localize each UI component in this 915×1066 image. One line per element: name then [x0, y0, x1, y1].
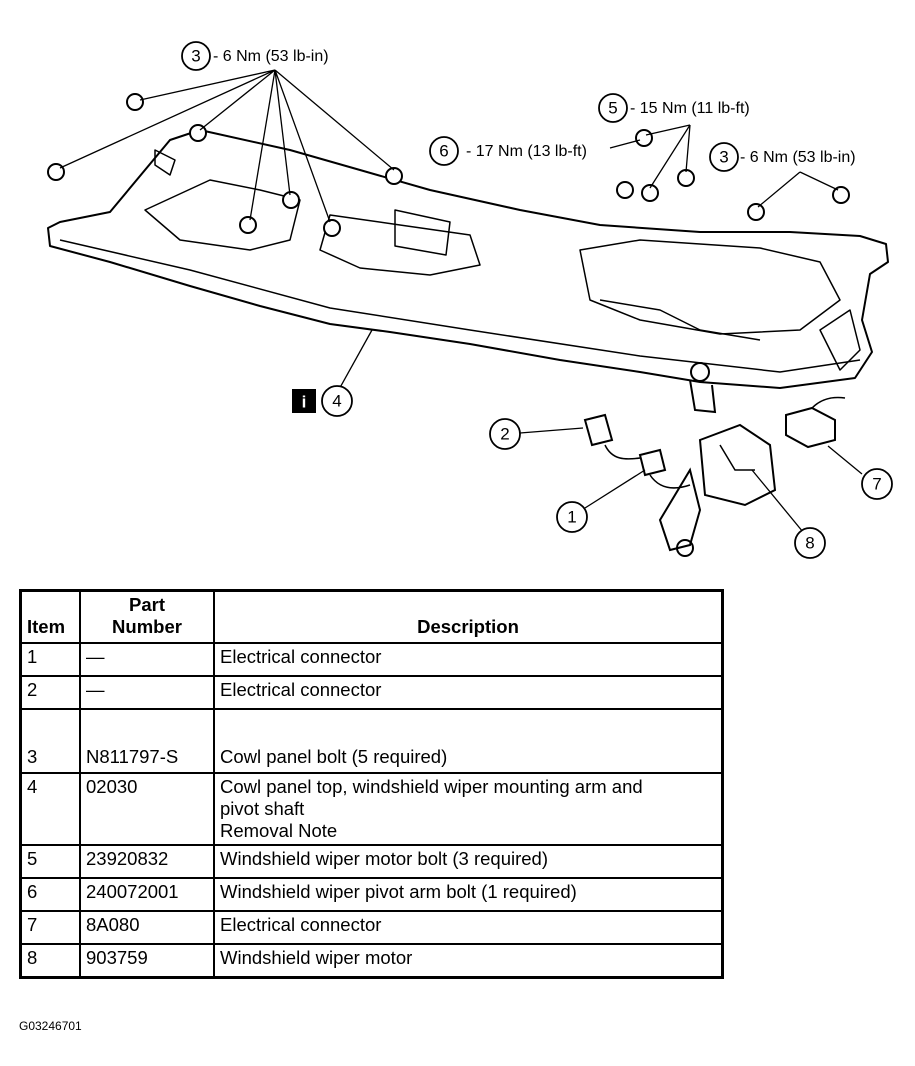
svg-text:1: 1 — [567, 508, 576, 527]
callout-3-right: 3 - 6 Nm (53 lb-in) — [709, 142, 856, 172]
table-row: 7 8A080 Electrical connector — [19, 910, 724, 945]
item-cell: 3 — [19, 708, 81, 774]
description-cell: Electrical connector — [213, 910, 724, 945]
description-cell: Cowl panel top, windshield wiper mountin… — [213, 772, 724, 846]
header-description: Description — [213, 589, 724, 644]
header-item: Item — [19, 589, 81, 644]
info-icon — [292, 389, 316, 413]
description-cell: Windshield wiper pivot arm bolt (1 requi… — [213, 877, 724, 912]
svg-text:3: 3 — [719, 148, 728, 167]
connector-7-drawing — [785, 406, 836, 449]
svg-text:2: 2 — [500, 425, 509, 444]
callout-2: 2 — [489, 418, 521, 450]
header-part-number: Part Number — [79, 589, 215, 644]
table-row: 2 — Electrical connector — [19, 675, 724, 710]
svg-text:5: 5 — [608, 99, 617, 118]
table-row: 8 903759 Windshield wiper motor — [19, 943, 724, 979]
callout-7: 7 — [861, 468, 893, 500]
torque-label-motor-bolt: - 15 Nm (11 lb-ft) — [630, 100, 750, 117]
parts-table: Item Part Number Description 1 — Electri… — [19, 589, 724, 979]
removal-note: Removal Note — [220, 820, 338, 841]
part-number-cell: 903759 — [79, 943, 215, 979]
svg-text:7: 7 — [872, 475, 881, 494]
svg-text:6: 6 — [439, 142, 448, 161]
table-header-row: Item Part Number Description — [19, 589, 724, 644]
callout-6: 6 - 17 Nm (13 lb-ft) — [429, 136, 587, 166]
connector-1-drawing — [638, 448, 667, 477]
item-cell: 8 — [19, 943, 81, 979]
description-cell: Cowl panel bolt (5 required) — [213, 708, 724, 774]
bolt-icons — [47, 93, 850, 237]
part-number-cell: — — [79, 642, 215, 677]
item-cell: 2 — [19, 675, 81, 710]
table-row: 1 — Electrical connector — [19, 642, 724, 677]
part-number-cell: 02030 — [79, 772, 215, 846]
svg-text:4: 4 — [332, 392, 341, 411]
callout-3-top-left: 3 - 6 Nm (53 lb-in) — [181, 41, 329, 71]
part-number-cell: 8A080 — [79, 910, 215, 945]
table-row: 6 240072001 Windshield wiper pivot arm b… — [19, 877, 724, 912]
table-row: 4 02030 Cowl panel top, windshield wiper… — [19, 772, 724, 846]
description-cell: Windshield wiper motor bolt (3 required) — [213, 844, 724, 879]
torque-label-cowl-bolt-right: - 6 Nm (53 lb-in) — [740, 149, 856, 166]
svg-text:8: 8 — [805, 534, 814, 553]
table-row: 5 23920832 Windshield wiper motor bolt (… — [19, 844, 724, 879]
svg-text:3: 3 — [191, 47, 200, 66]
cowl-panel-exploded-diagram: 3 - 6 Nm (53 lb-in) 5 - 15 Nm (11 lb-ft)… — [47, 41, 893, 559]
callout-8: 8 — [794, 527, 826, 559]
torque-label-cowl-bolt: - 6 Nm (53 lb-in) — [213, 48, 329, 65]
description-cell: Windshield wiper motor — [213, 943, 724, 979]
callout-5: 5 - 15 Nm (11 lb-ft) — [598, 93, 750, 123]
svg-text:i: i — [302, 393, 307, 412]
wiper-motor-drawing — [658, 362, 777, 557]
connector-2-drawing — [583, 413, 614, 447]
part-number-cell: 23920832 — [79, 844, 215, 879]
part-number-cell: — — [79, 675, 215, 710]
figure-id: G03246701 — [19, 1019, 82, 1033]
callout-4: i 4 — [292, 385, 353, 417]
cowl-panel-outline — [47, 129, 889, 389]
description-cell: Electrical connector — [213, 675, 724, 710]
item-cell: 1 — [19, 642, 81, 677]
item-cell: 4 — [19, 772, 81, 846]
item-cell: 6 — [19, 877, 81, 912]
torque-label-pivot-arm-bolt: - 17 Nm (13 lb-ft) — [466, 143, 587, 160]
part-number-cell: 240072001 — [79, 877, 215, 912]
part-number-cell: N811797-S — [79, 708, 215, 774]
table-row: 3 N811797-S Cowl panel bolt (5 required) — [19, 708, 724, 774]
description-cell: Electrical connector — [213, 642, 724, 677]
item-cell: 5 — [19, 844, 81, 879]
item-cell: 7 — [19, 910, 81, 945]
callout-1: 1 — [556, 501, 588, 533]
